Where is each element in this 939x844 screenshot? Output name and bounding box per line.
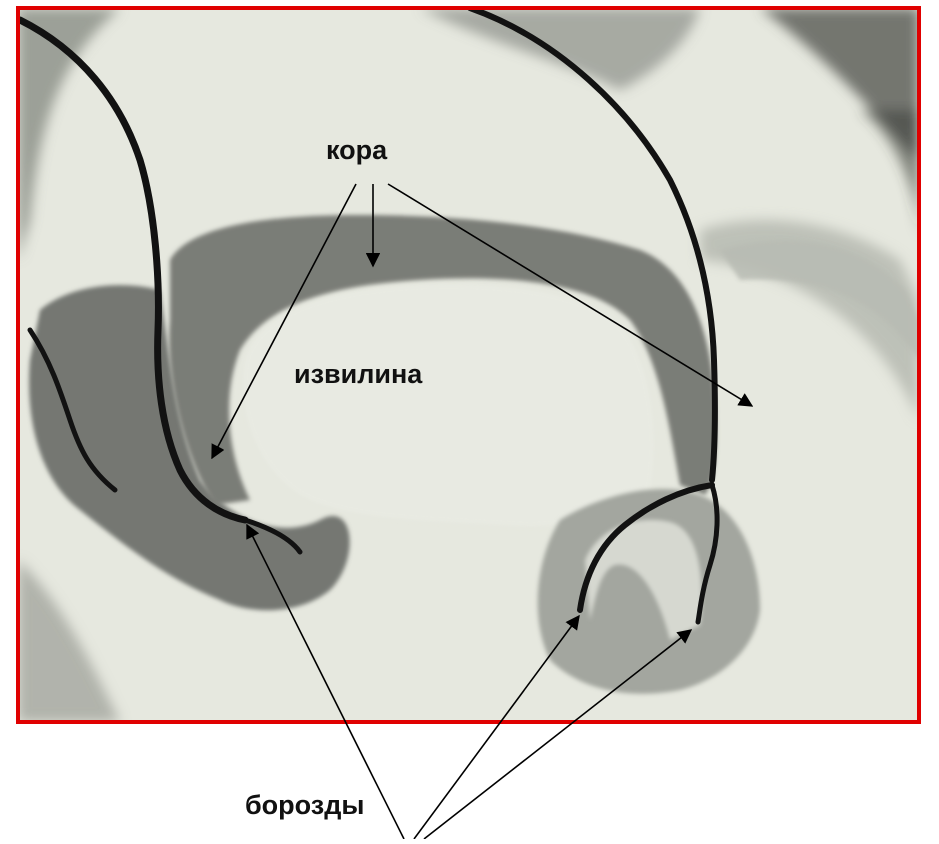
gyrus-label: извилина	[294, 361, 422, 388]
brain-section-illustration	[18, 8, 919, 722]
cortex-label: кора	[326, 137, 387, 164]
sulci-label: борозды	[245, 792, 364, 819]
